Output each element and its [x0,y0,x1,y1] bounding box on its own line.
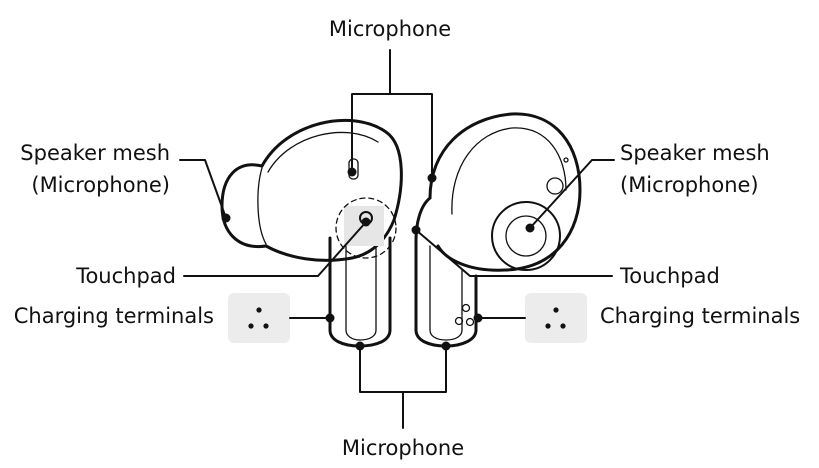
right-earbud [414,112,582,348]
right-pin-1 [461,303,471,313]
label-charging-terminals-right: Charging terminals [600,304,800,328]
charging-terminals-left-box [228,293,290,343]
leader-mic-top [351,49,433,179]
endpoint-charging-right [473,313,483,323]
right-vent [546,177,564,195]
label-speaker-mesh-left-sub: (Microphone) [31,173,170,197]
label-speaker-mesh-right-sub: (Microphone) [620,173,759,197]
right-stem-inner [429,245,463,341]
leader-touchpad-left [183,221,367,277]
label-touchpad-left: Touchpad [75,264,176,288]
endpoint-mic-bottom-left [355,341,365,351]
right-pin-2 [454,316,464,326]
right-vent-small [563,157,569,163]
leader-speaker-right [529,159,615,229]
label-charging-terminals-left: Charging terminals [14,304,214,328]
left-stem-inner [345,245,377,341]
endpoint-touchpad-right [411,225,421,235]
right-ear-tip-inner [505,215,547,257]
right-shell-inner [451,127,567,215]
leader-speaker-left [179,159,227,219]
right-pin-3 [465,317,475,327]
right-ear-tip-outer [491,201,561,271]
label-microphone-top: Microphone [329,17,451,41]
label-speaker-mesh-right: Speaker mesh [620,141,770,165]
left-shell-inner [267,131,379,173]
left-shell [260,118,403,262]
leader-touchpad-right [415,229,613,277]
left-touchpad-highlight [335,197,397,259]
endpoint-charging-left [325,313,335,323]
leader-endpoints [221,167,535,351]
endpoint-speaker-right [525,223,535,233]
endpoint-mic-top-right [427,173,437,183]
charging-terminals-right-box [525,293,587,343]
right-shell [428,112,582,272]
leader-mic-bottom [359,347,447,429]
label-microphone-bottom: Microphone [342,436,464,460]
endpoint-mic-top-left [347,167,357,177]
endpoint-mic-bottom-right [441,341,451,351]
endpoint-touchpad-left [361,217,371,227]
right-stem [414,196,478,348]
endpoint-speaker-left [221,213,231,223]
label-speaker-mesh-left: Speaker mesh [20,141,170,165]
label-touchpad-right: Touchpad [619,264,720,288]
leader-lines [179,49,615,429]
left-ear-tip-inner [257,167,267,245]
